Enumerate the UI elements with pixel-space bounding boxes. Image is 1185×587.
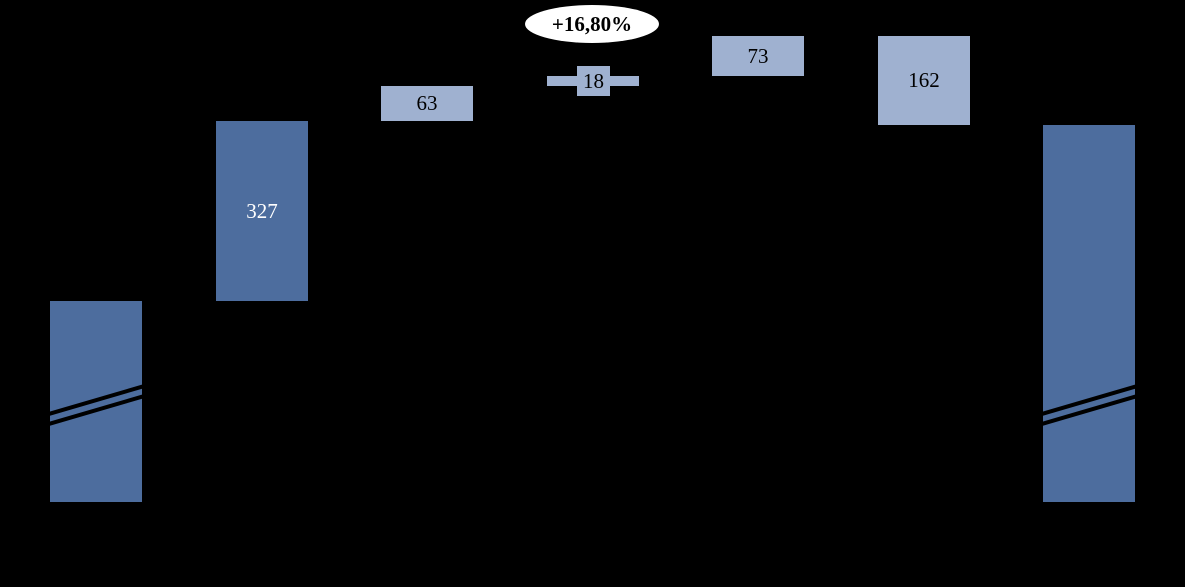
bar-value-label: 73	[747, 43, 769, 68]
waterfall-bar	[1043, 125, 1135, 502]
waterfall-bar: 63	[381, 86, 473, 121]
waterfall-bar: 73	[712, 36, 804, 76]
bar-value-label: 162	[908, 68, 940, 92]
bar-value-label: 63	[416, 91, 438, 115]
growth-annotation-ellipse: +16,80%	[525, 5, 659, 43]
waterfall-bar: 327	[216, 121, 308, 301]
waterfall-bar: 162	[878, 36, 970, 125]
growth-annotation-text: +16,80%	[551, 11, 633, 36]
bar-value-label: 327	[246, 198, 278, 223]
bar-value-label-box: 18	[577, 66, 610, 96]
